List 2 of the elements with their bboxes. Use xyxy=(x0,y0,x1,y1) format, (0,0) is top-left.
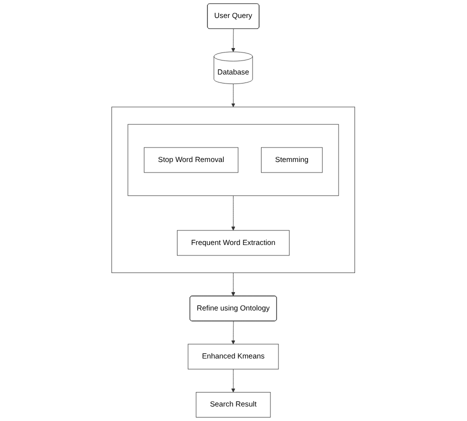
cluster xyxy=(112,106,356,274)
cluster xyxy=(128,124,340,196)
